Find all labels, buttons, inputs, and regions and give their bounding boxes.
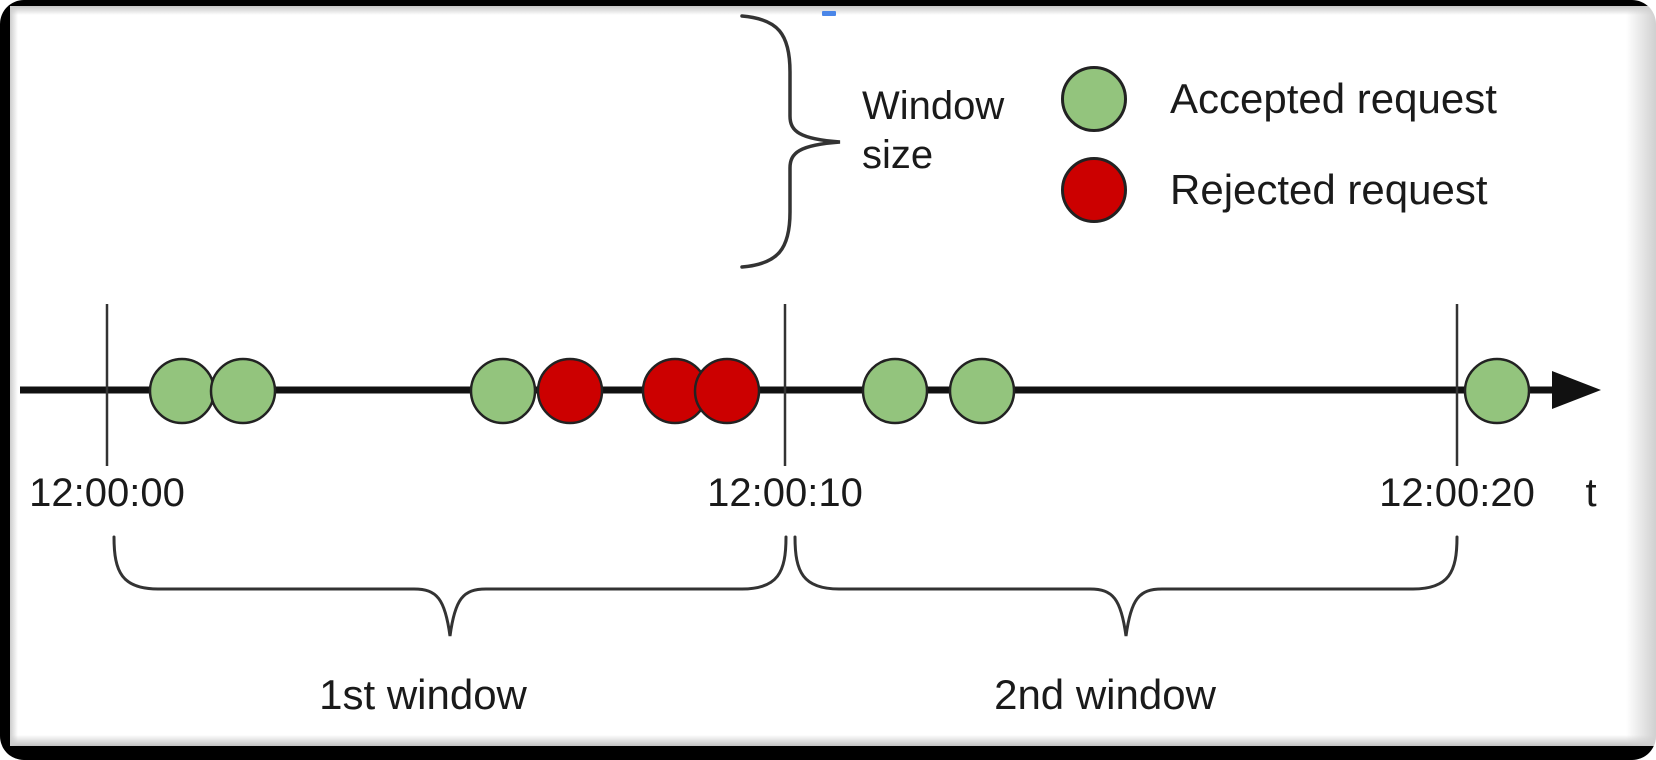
accepted-request-dot-icon bbox=[1061, 66, 1127, 132]
request-dot-accepted bbox=[148, 357, 216, 425]
tick-label-12-00-10: 12:00:10 bbox=[707, 471, 863, 515]
frame-left-shadow bbox=[10, 6, 18, 746]
tick-label-12-00-00: 12:00:00 bbox=[29, 471, 185, 515]
frame-bottom-border bbox=[0, 746, 1656, 760]
frame-top-shadow bbox=[10, 6, 1656, 15]
request-dot-accepted bbox=[861, 357, 929, 425]
time-axis-label: t bbox=[1585, 471, 1597, 515]
tick-label-12-00-20: 12:00:20 bbox=[1379, 471, 1535, 515]
request-dot-accepted bbox=[469, 357, 537, 425]
blue-artifact-mark bbox=[822, 11, 836, 16]
legend: Accepted request Rejected request bbox=[1061, 66, 1497, 223]
window-brace-1 bbox=[112, 535, 788, 637]
window-brace-2 bbox=[793, 535, 1459, 637]
frame-bottom-shadow bbox=[10, 735, 1656, 746]
request-dot-accepted bbox=[948, 357, 1016, 425]
frame-left-border bbox=[0, 0, 10, 760]
first-window-label: 1st window bbox=[319, 671, 527, 718]
legend-label-rejected: Rejected request bbox=[1170, 166, 1488, 213]
window-size-line-2: size bbox=[862, 133, 934, 177]
frame-right-shadow bbox=[1626, 6, 1656, 746]
request-dot-rejected bbox=[536, 357, 604, 425]
request-dot-rejected bbox=[693, 357, 761, 425]
window-size-line-1: Window bbox=[862, 84, 1005, 128]
timeline-arrowhead-icon bbox=[1552, 371, 1601, 409]
window-size-label: Window size bbox=[862, 82, 1004, 180]
frame-top-border bbox=[0, 0, 1656, 6]
legend-label-accepted: Accepted request bbox=[1170, 75, 1497, 122]
request-dot-accepted bbox=[1463, 357, 1531, 425]
request-dot-accepted bbox=[209, 357, 277, 425]
rejected-request-dot-icon bbox=[1061, 157, 1127, 223]
legend-item-accepted: Accepted request bbox=[1061, 66, 1497, 132]
legend-item-rejected: Rejected request bbox=[1061, 157, 1497, 223]
window-size-brace bbox=[740, 14, 841, 269]
second-window-label: 2nd window bbox=[994, 671, 1216, 718]
